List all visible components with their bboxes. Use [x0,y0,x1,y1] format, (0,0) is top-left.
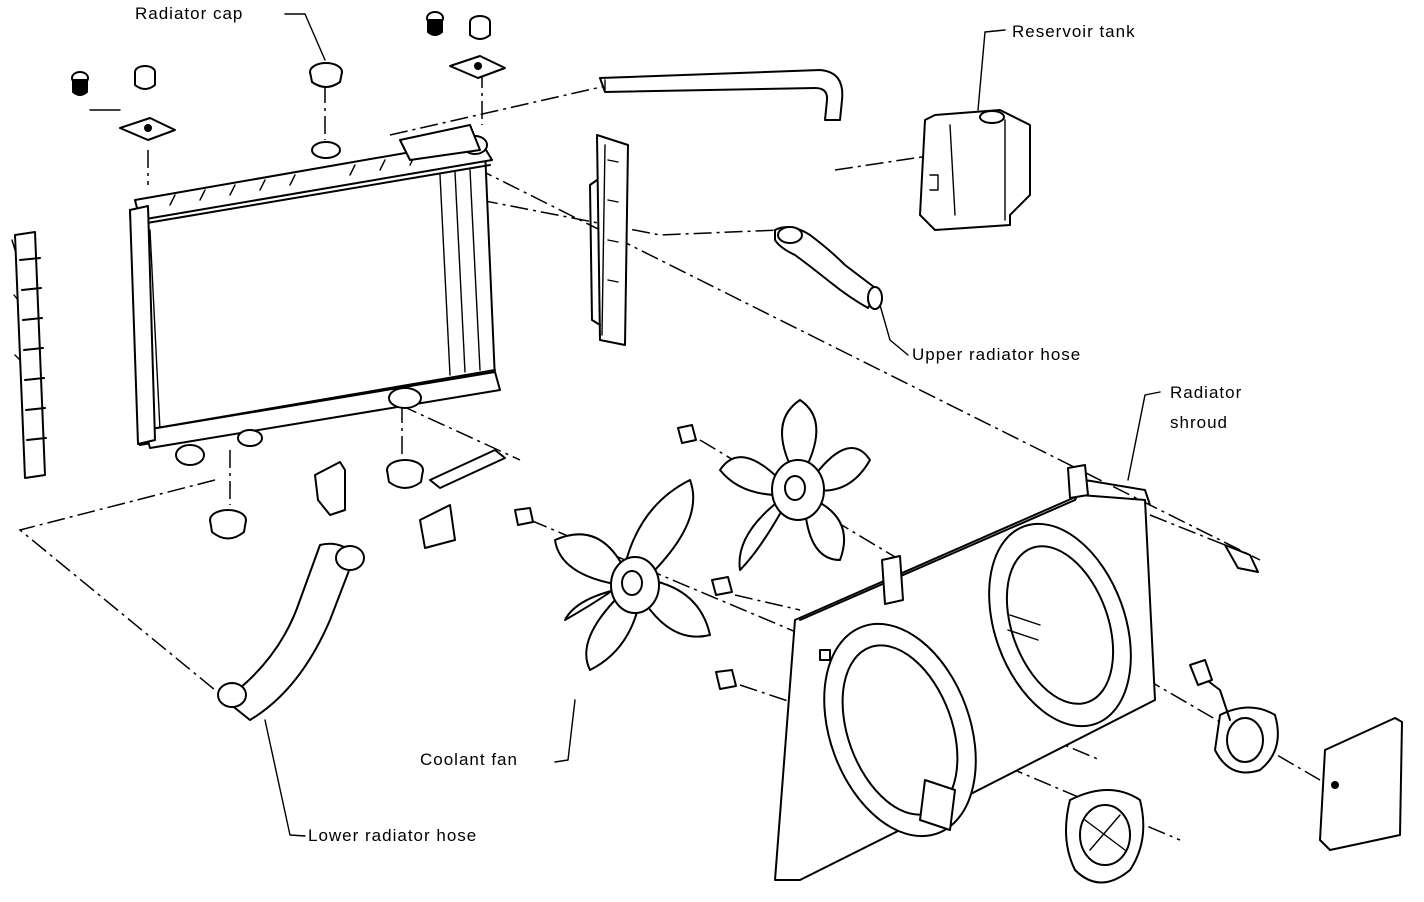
radiator-shroud-label-line1: Radiator [1170,383,1243,402]
upper-radiator-hose [774,225,883,310]
radiator-cap-label: Radiator cap [135,4,244,23]
coolant-fan-upper [719,399,871,571]
radiator-shroud [774,464,1156,881]
reservoir-tank [919,109,1031,231]
coolant-fan-left [554,479,711,671]
fan-motor-right [1189,659,1279,774]
bolts [514,424,1259,690]
cover-plate [1319,717,1403,851]
left-air-guide [11,231,47,479]
reservoir-hose [599,69,844,121]
radiator-shroud-label-line2: shroud [1170,413,1228,432]
upper-radiator-hose-label: Upper radiator hose [912,345,1082,364]
upper-mount-right [426,11,506,79]
radiator-cap [309,62,343,159]
upper-mount-left [71,65,176,141]
right-air-guide [589,134,629,346]
radiator [129,139,501,449]
lower-radiator-hose-label: Lower radiator hose [308,826,478,845]
lower-radiator-hose [217,542,365,721]
lower-mounts [209,449,506,549]
radiator-fittings [175,124,488,466]
fan-motor-lower [1065,789,1145,884]
reservoir-tank-label: Reservoir tank [1012,22,1136,41]
leader-lines [264,13,1161,837]
coolant-fan-label: Coolant fan [420,750,518,769]
